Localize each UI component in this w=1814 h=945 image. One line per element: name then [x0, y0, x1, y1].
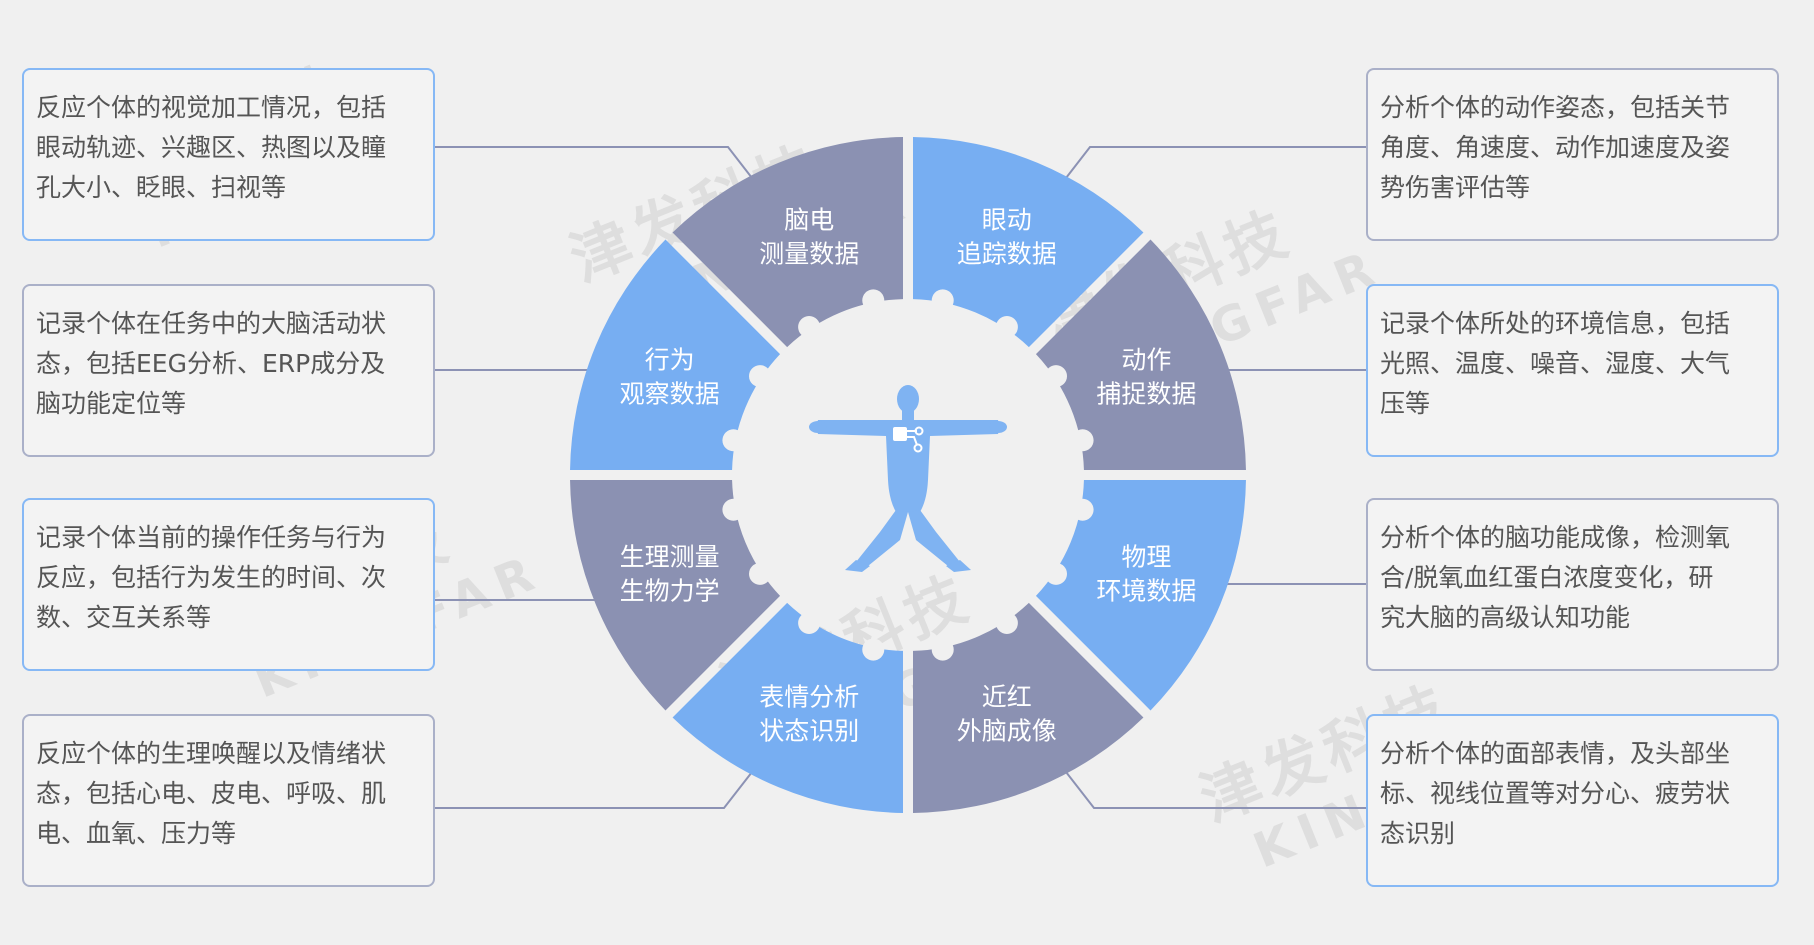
- description-line: 势伤害评估等: [1380, 173, 1531, 202]
- description-box-eeg: 记录个体在任务中的大脑活动状 态，包括EEG分析、ERP成分及 脑功能定位等: [22, 284, 435, 457]
- segment-label-eeg: 测量数据: [759, 240, 859, 269]
- description-line: 光照、温度、噪音、湿度、大气: [1380, 349, 1731, 378]
- connector-line: [434, 146, 753, 179]
- description-line: 合/脱氧血红蛋白浓度变化，研: [1380, 563, 1714, 592]
- figure-leg-right: [908, 510, 960, 566]
- segment-label-env: 环境数据: [1096, 577, 1196, 606]
- description-line: 标、视线位置等对分心、疲劳状: [1380, 779, 1731, 808]
- connector-line: [1065, 771, 1366, 809]
- gear-notch: [748, 562, 771, 585]
- description-line: 角度、角速度、动作加速度及姿: [1380, 133, 1731, 162]
- description-line: 记录个体当前的操作任务与行为: [36, 523, 387, 552]
- description-line: 压等: [1380, 389, 1431, 418]
- gear-notch: [722, 429, 745, 452]
- description-line: 反应个体的视觉加工情况，包括: [36, 93, 387, 122]
- figure-foot-right: [946, 560, 971, 572]
- segment-eeg: [672, 137, 904, 348]
- segment-face: [672, 602, 904, 813]
- segment-label-physio: 生物力学: [620, 577, 720, 606]
- description-line: 电、血氧、压力等: [36, 819, 237, 848]
- segment-label-nirs: 外脑成像: [957, 716, 1057, 745]
- gear-notch: [798, 612, 821, 635]
- description-line: 态识别: [1380, 819, 1456, 848]
- segment-label-behav: 观察数据: [620, 379, 720, 408]
- gear-notch: [798, 315, 821, 338]
- figure-hand-right: [989, 421, 1007, 433]
- description-line: 反应，包括行为发生的时间、次: [36, 563, 387, 592]
- gear-notch: [722, 498, 745, 521]
- segment-nirs: [912, 602, 1144, 813]
- segment-label-env: 物理: [1121, 543, 1171, 572]
- gear-notch: [1071, 498, 1094, 521]
- gear-notch: [1071, 429, 1094, 452]
- figure-torso: [816, 420, 1000, 512]
- gear-notch: [995, 612, 1018, 635]
- chip-dot: [913, 443, 923, 453]
- human-figure-icon: [809, 385, 1007, 572]
- description-line: 脑功能定位等: [36, 389, 187, 418]
- wheel-segments: [570, 137, 1246, 813]
- segment-label-behav: 行为: [645, 345, 695, 374]
- connector-line: [434, 771, 753, 809]
- chip-dot: [914, 426, 924, 436]
- description-line: 分析个体的面部表情，及头部坐: [1380, 739, 1731, 768]
- figure-head: [897, 385, 919, 413]
- segment-label-motion: 动作: [1121, 345, 1171, 374]
- gear-notch: [1045, 365, 1068, 388]
- description-line: 态，包括心电、皮电、呼吸、肌: [36, 779, 387, 808]
- description-box-physiology: 反应个体的生理唤醒以及情绪状 态，包括心电、皮电、呼吸、肌 电、血氧、压力等: [22, 714, 435, 887]
- figure-hand-left: [809, 421, 827, 433]
- chest-chip-icon: [893, 427, 907, 441]
- connector-line: [1065, 146, 1366, 179]
- description-box-environment: 记录个体所处的环境信息，包括 光照、温度、噪音、湿度、大气 压等: [1366, 284, 1779, 457]
- segment-env: [1035, 479, 1246, 711]
- gear-notch: [995, 315, 1018, 338]
- figure-foot-left: [845, 560, 870, 572]
- description-line: 分析个体的动作姿态，包括关节: [1380, 93, 1731, 122]
- description-line: 数、交互关系等: [36, 603, 212, 632]
- gear-notch: [748, 365, 771, 388]
- description-line: 眼动轨迹、兴趣区、热图以及瞳: [36, 133, 387, 162]
- description-box-motion: 分析个体的动作姿态，包括关节 角度、角速度、动作加速度及姿 势伤害评估等: [1366, 68, 1779, 241]
- segment-motion: [1035, 239, 1246, 471]
- segment-eye: [912, 137, 1144, 348]
- description-line: 分析个体的脑功能成像，检测氧: [1380, 523, 1731, 552]
- description-line: 记录个体所处的环境信息，包括: [1380, 309, 1731, 338]
- gear-notch: [862, 638, 885, 661]
- segment-label-eye: 眼动: [982, 206, 1032, 235]
- description-box-face: 分析个体的面部表情，及头部坐 标、视线位置等对分心、疲劳状 态识别: [1366, 714, 1779, 887]
- figure-leg-left: [856, 510, 908, 566]
- segment-physio: [570, 479, 781, 711]
- gear-notch: [862, 289, 885, 312]
- gear-notch: [1045, 562, 1068, 585]
- segment-label-nirs: 近红: [982, 682, 1032, 711]
- segment-label-face: 表情分析: [759, 682, 859, 711]
- segment-label-face: 状态识别: [759, 716, 859, 745]
- segment-label-motion: 捕捉数据: [1096, 379, 1196, 408]
- description-box-behavior: 记录个体当前的操作任务与行为 反应，包括行为发生的时间、次 数、交互关系等: [22, 498, 435, 671]
- gear-notch: [931, 289, 954, 312]
- description-box-eye: 反应个体的视觉加工情况，包括 眼动轨迹、兴趣区、热图以及瞳 孔大小、眨眼、扫视等: [22, 68, 435, 241]
- segment-behav: [570, 239, 781, 471]
- description-line: 态，包括EEG分析、ERP成分及: [36, 349, 386, 378]
- description-line: 反应个体的生理唤醒以及情绪状: [36, 739, 387, 768]
- segment-label-eye: 追踪数据: [957, 240, 1057, 269]
- segment-label-physio: 生理测量: [620, 543, 720, 572]
- description-line: 究大脑的高级认知功能: [1380, 603, 1631, 632]
- description-line: 记录个体在任务中的大脑活动状: [36, 309, 387, 338]
- gear-notch: [931, 638, 954, 661]
- figure-neck: [902, 410, 914, 421]
- segment-label-eeg: 脑电: [784, 206, 834, 235]
- description-box-nirs: 分析个体的脑功能成像，检测氧 合/脱氧血红蛋白浓度变化，研 究大脑的高级认知功能: [1366, 498, 1779, 671]
- description-line: 孔大小、眨眼、扫视等: [36, 173, 287, 202]
